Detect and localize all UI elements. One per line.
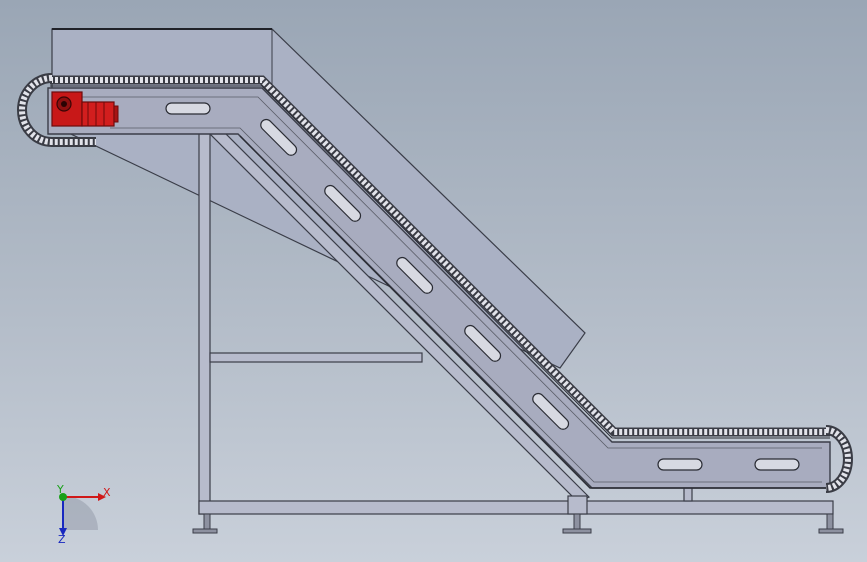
front-post [567, 495, 588, 515]
base-rail [198, 500, 834, 515]
foot-stem [826, 513, 834, 531]
slot [324, 184, 362, 222]
side-plate-slots [165, 102, 800, 471]
slot [532, 392, 570, 430]
slot [464, 324, 502, 362]
coordinate-triad: X Y Z [56, 483, 111, 546]
slot [165, 102, 211, 115]
foot-stem [573, 513, 581, 531]
leveling-feet[interactable] [192, 513, 844, 534]
foot-pad [562, 528, 592, 534]
head-pulley-wrap [17, 73, 96, 147]
slot [657, 458, 703, 471]
foot-stem [203, 513, 211, 531]
slot [754, 458, 800, 471]
slot [396, 256, 434, 294]
tail-pulley-wrap [825, 425, 853, 493]
slot [260, 118, 298, 156]
conveyor-belt[interactable] [50, 75, 830, 489]
motor-body [81, 101, 115, 127]
rear-post [198, 121, 211, 515]
origin-dot [59, 493, 67, 501]
z-axis-label: Z [58, 533, 66, 546]
y-axis-label: Y [56, 483, 64, 496]
foot-pad [192, 528, 218, 534]
motor-endcap [113, 105, 119, 123]
horizontal-brace [209, 352, 423, 363]
foot-pad [818, 528, 844, 534]
drive-motor[interactable] [51, 91, 119, 127]
x-axis-label: X [103, 486, 111, 499]
